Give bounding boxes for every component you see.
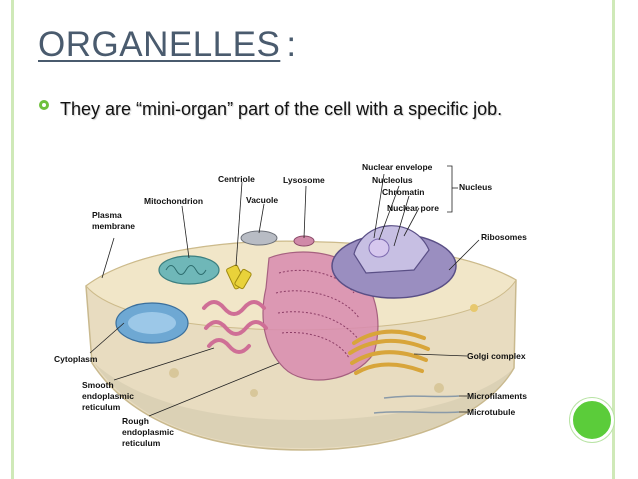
label-chromatin: Chromatin (382, 187, 425, 197)
label-nuclear-pore: Nuclear pore (387, 203, 439, 213)
mitochondrion-shape (158, 255, 220, 285)
decorative-dot (570, 398, 614, 442)
vesicle (250, 389, 258, 397)
cell-diagram: Centriole Lysosome Mitochondrion Vacuole… (54, 162, 527, 451)
bullet-ring-icon (39, 100, 49, 110)
vesicle (434, 383, 444, 393)
microfilament-line (383, 395, 460, 399)
smooth-er-shape (202, 300, 268, 354)
nucleolus-shape (368, 238, 390, 258)
label-cytoplasm: Cytoplasm (54, 354, 98, 364)
label-smooth-er-1: Smooth (82, 380, 114, 390)
bullet-text: They are “mini-organ” part of the cell w… (60, 99, 503, 119)
label-vacuole: Vacuole (246, 195, 278, 205)
label-nucleus: Nucleus (459, 182, 492, 192)
leader-lines (89, 165, 480, 417)
microtubule-line (373, 411, 460, 414)
label-plasma-membrane-2: membrane (92, 221, 135, 231)
centriole-shape-2 (234, 268, 252, 290)
left-border-rule (11, 0, 14, 479)
mitochondrion-large-inner (128, 312, 176, 334)
cell-inner-shadow (94, 363, 512, 448)
golgi-complex-shape (348, 329, 430, 375)
label-microtubule: Microtubule (467, 407, 515, 417)
label-nuclear-envelope: Nuclear envelope (362, 162, 433, 172)
label-microfilaments: Microfilaments (467, 391, 527, 401)
label-centriole: Centriole (218, 174, 255, 184)
label-smooth-er-2: endoplasmic (82, 391, 134, 401)
label-ribosomes: Ribosomes (481, 232, 527, 242)
mitochondrion-cristae (165, 265, 207, 275)
label-nucleolus: Nucleolus (372, 175, 413, 185)
title-colon: : (286, 25, 297, 64)
label-golgi-complex: Golgi complex (467, 351, 526, 361)
label-rough-er-2: endoplasmic (122, 427, 174, 437)
rough-er-folds (275, 269, 360, 359)
label-plasma-membrane-1: Plasma (92, 210, 122, 220)
label-mitochondrion: Mitochondrion (144, 196, 203, 206)
vesicle (470, 304, 478, 312)
label-rough-er-1: Rough (122, 416, 149, 426)
nuclear-envelope-cut (353, 225, 430, 274)
label-lysosome: Lysosome (283, 175, 325, 185)
vesicle (169, 368, 179, 378)
right-border-rule (612, 0, 615, 479)
slide-title: ORGANELLES: (38, 25, 297, 65)
bullet-item: They are “mini-organ” part of the cell w… (38, 97, 568, 122)
label-smooth-er-3: reticulum (82, 402, 121, 412)
title-text: ORGANELLES (38, 25, 281, 64)
label-rough-er-3: reticulum (122, 438, 161, 448)
vacuole-shape (240, 230, 278, 246)
